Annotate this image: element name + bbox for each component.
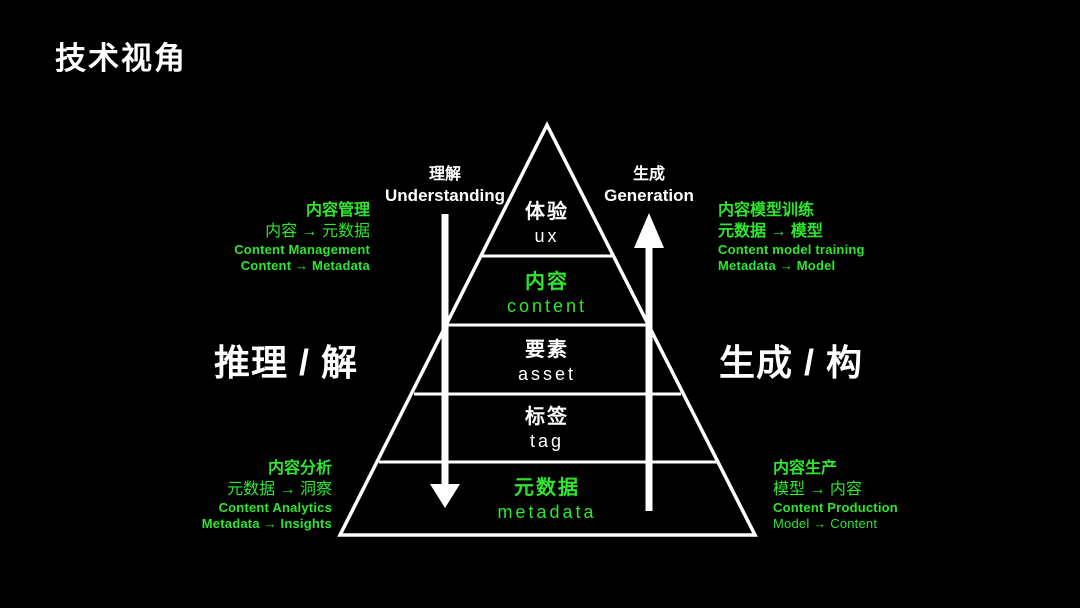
- layer-label-zh: 要素: [525, 339, 569, 361]
- layer-label-zh: 元数据: [514, 477, 580, 499]
- annotation-content-management: 内容管理 内容 → 元数据 Content Management Content…: [234, 200, 370, 274]
- annotation-content-model-training: 内容模型训练 元数据 → 模型 Content model training M…: [718, 200, 865, 274]
- layer-label-zh: 标签: [525, 406, 569, 428]
- layer-label-en: ux: [534, 226, 560, 246]
- pyramid-layer-content: 内容 content: [507, 269, 587, 317]
- layer-label-en: content: [506, 296, 588, 316]
- understanding-label-zh: 理解: [428, 166, 462, 183]
- annotation-en-title: Content Management: [234, 242, 370, 257]
- layer-label-zh: 体验: [525, 201, 569, 223]
- annotation-zh-title: 内容模型训练: [718, 202, 815, 219]
- annotation-en-flow: Content → Metadata: [240, 258, 370, 273]
- annotation-en-title: Content model training: [718, 242, 865, 257]
- side-caption-right: 生成 / 构: [719, 342, 864, 383]
- annotation-content-production: 内容生产 模型 → 内容 Content Production Model → …: [773, 458, 898, 532]
- layer-label-zh: 内容: [524, 271, 569, 293]
- pyramid-layer-tag: 标签 tag: [525, 404, 569, 452]
- layer-label-en: metadata: [497, 502, 597, 522]
- understanding-down-arrow: [430, 214, 460, 508]
- understanding-label-en: Understanding: [385, 186, 505, 205]
- pyramid-layer-metadata: 元数据 metadata: [497, 475, 596, 523]
- annotation-zh-flow: 元数据 → 洞察: [227, 481, 332, 498]
- annotation-zh-flow: 元数据 → 模型: [718, 223, 823, 240]
- understanding-arrow-label: 理解 Understanding: [385, 165, 505, 207]
- annotation-en-flow: Model → Content: [773, 516, 878, 531]
- annotation-en-flow: Metadata → Insights: [201, 516, 332, 531]
- generation-arrow-label: 生成 Generation: [604, 165, 694, 207]
- annotation-zh-title: 内容管理: [305, 202, 370, 219]
- generation-up-arrow: [634, 213, 664, 511]
- annotation-zh-flow: 内容 → 元数据: [265, 223, 370, 240]
- generation-label-zh: 生成: [632, 166, 665, 183]
- pyramid-layer-asset: 要素 asset: [518, 337, 576, 385]
- generation-label-en: Generation: [604, 186, 694, 205]
- page-title: 技术视角: [55, 41, 187, 76]
- annotation-content-analytics: 内容分析 元数据 → 洞察 Content Analytics Metadata…: [202, 458, 332, 532]
- pyramid-layer-ux: 体验 ux: [525, 199, 569, 247]
- layer-label-en: asset: [517, 364, 577, 384]
- annotation-zh-flow: 模型 → 内容: [773, 481, 862, 498]
- annotation-en-flow: Metadata → Model: [718, 258, 836, 273]
- annotation-zh-title: 内容分析: [267, 460, 332, 477]
- annotation-zh-title: 内容生产: [773, 460, 838, 477]
- side-caption-left: 推理 / 解: [214, 342, 359, 383]
- layer-label-en: tag: [529, 431, 565, 451]
- annotation-en-title: Content Analytics: [218, 500, 332, 515]
- annotation-en-title: Content Production: [773, 500, 898, 515]
